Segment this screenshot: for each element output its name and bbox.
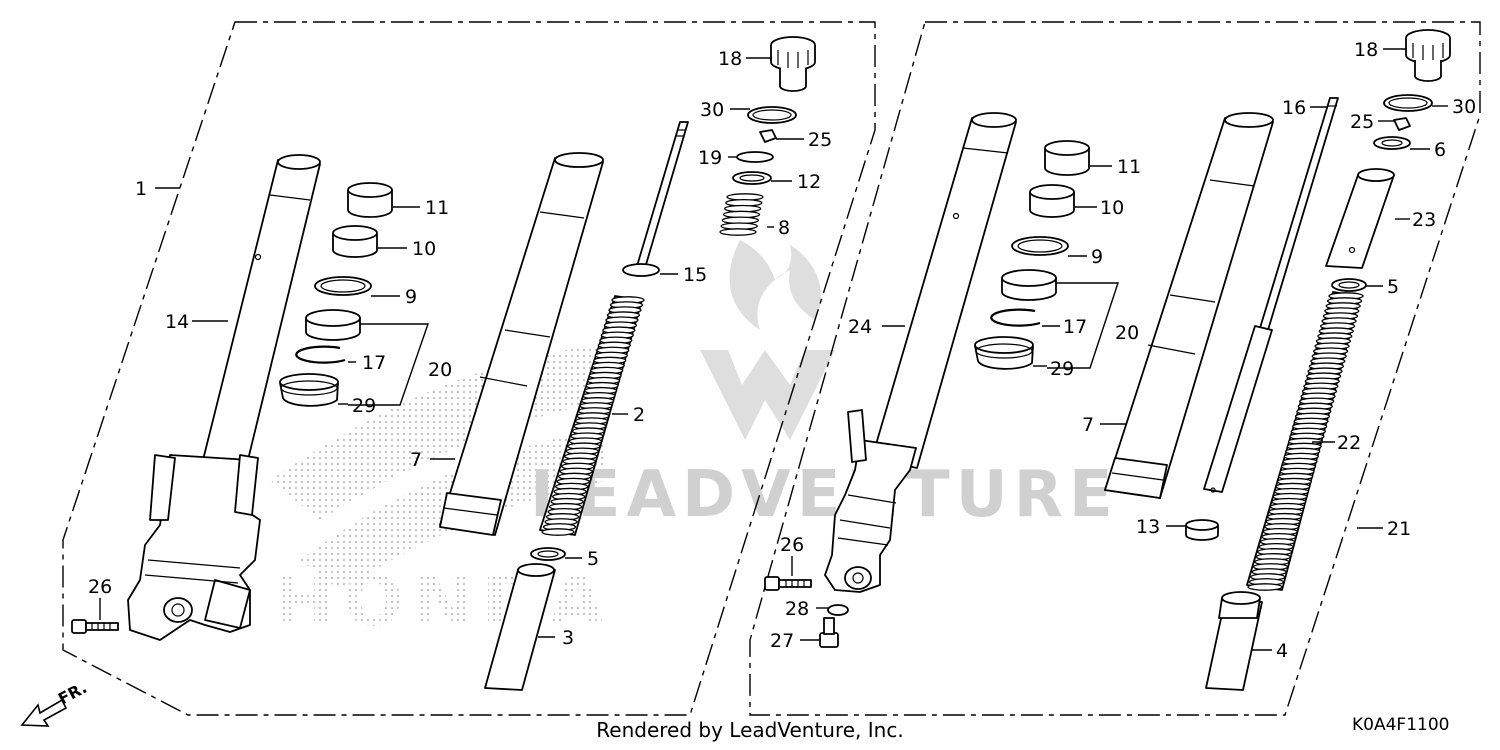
callout-7: 7	[410, 449, 422, 471]
callout-25: 25	[808, 129, 832, 151]
callout-15: 15	[683, 264, 707, 286]
callout-24: 24	[848, 316, 872, 338]
part-18-fork-bolt-right	[1405, 29, 1451, 82]
callout-13-right: 13	[1136, 516, 1160, 538]
callout-10: 10	[412, 238, 436, 260]
part-17-clip-left	[295, 345, 346, 364]
callout-29-right: 29	[1050, 358, 1074, 380]
right-assembly-frame	[749, 21, 1481, 716]
part-1-bottom-case	[127, 454, 261, 641]
callout-17-right: 17	[1063, 316, 1087, 338]
callout-20: 20	[428, 359, 452, 381]
part-18-fork-bolt-left	[770, 36, 816, 92]
part-10-bushing-left	[332, 225, 378, 258]
callout-5: 5	[587, 548, 599, 570]
callout-18-right: 18	[1354, 39, 1378, 61]
part-25-nut-left	[759, 129, 777, 143]
part-26-bolt-left	[71, 619, 119, 634]
callout-5-right: 5	[1387, 276, 1399, 298]
part-24-fork-tube-right	[871, 112, 1017, 469]
callout-2: 2	[633, 404, 645, 426]
callout-11: 11	[425, 197, 449, 219]
callout-30: 30	[700, 99, 724, 121]
part-9-washer-left	[314, 276, 372, 296]
callout-8: 8	[778, 217, 790, 239]
part-3-spacer-pipe-left	[484, 563, 556, 691]
callouts-right: 24 11 10 9 20 17 29 26 28 27 7 13 16 18 …	[770, 39, 1476, 662]
callout-25-right: 25	[1350, 111, 1374, 133]
part-9-washer-right	[1011, 236, 1069, 256]
callout-7-right: 7	[1082, 414, 1094, 436]
callout-1: 1	[135, 178, 147, 200]
callout-9: 9	[405, 286, 417, 308]
part-24-bottom-case-right	[824, 409, 917, 593]
part-29-dust-seal-left	[279, 373, 339, 407]
callout-9-right: 9	[1091, 246, 1103, 268]
callout-28-right: 28	[785, 598, 809, 620]
part-20-oil-seal-left	[305, 309, 361, 341]
part-8-spring-left	[719, 193, 764, 236]
diagram-code: K0A4F1100	[1352, 715, 1450, 735]
callout-3: 3	[562, 627, 574, 649]
callout-4-right: 4	[1276, 640, 1288, 662]
leader-lines	[99, 48, 1448, 651]
callout-11-right: 11	[1117, 156, 1141, 178]
callout-14: 14	[165, 311, 189, 333]
part-26-bolt-right	[764, 576, 812, 591]
callout-30-right: 30	[1452, 96, 1476, 118]
part-27-drain-bolt-right	[819, 617, 839, 648]
part-5-collar-right	[1331, 278, 1367, 292]
part-20-oil-seal-right	[1001, 269, 1057, 301]
callout-12: 12	[797, 171, 821, 193]
part-2-fork-spring-left	[539, 295, 645, 536]
callout-21-right: 21	[1387, 518, 1411, 540]
part-16-damper-rod-right	[1203, 97, 1339, 493]
leadventure-watermark-text: LEADVENTURE	[530, 458, 1119, 532]
part-11-bushing-left	[347, 182, 393, 218]
callout-22-right: 22	[1337, 432, 1361, 454]
callout-18: 18	[718, 48, 742, 70]
callout-29: 29	[352, 395, 376, 417]
callout-10-right: 10	[1100, 197, 1124, 219]
part-4-pipe-right	[1205, 591, 1263, 691]
part-23-spacer-pipe-right	[1325, 168, 1395, 269]
part-29-dust-seal-right	[974, 336, 1034, 370]
callout-20-right: 20	[1115, 322, 1139, 344]
part-13-bushing-right	[1185, 519, 1219, 541]
part-12-spring-seat-left	[732, 171, 772, 185]
part-5-collar-left	[530, 547, 566, 561]
part-28-washer-right	[827, 604, 849, 616]
part-22-fork-spring-right	[1246, 291, 1364, 591]
part-15-damper-rod-left	[622, 121, 689, 277]
part-7-slider-pipe-left	[439, 152, 604, 536]
callouts-left: 1 14 11 10 9 20 17 29 26 18 30 25 19 12 …	[88, 48, 832, 649]
callout-26-right: 26	[780, 534, 804, 556]
callout-19: 19	[698, 147, 722, 169]
render-credit: Rendered by LeadVenture, Inc.	[596, 718, 904, 742]
part-14-fork-tube	[202, 154, 321, 469]
callout-23-right: 23	[1412, 209, 1436, 231]
part-25-nut-right	[1393, 117, 1411, 131]
part-19-washer-left	[736, 151, 774, 163]
part-7-slider-pipe-right	[1104, 112, 1274, 499]
part-6-washer-right	[1373, 136, 1411, 150]
leadventure-watermark: LEADVENTURE	[530, 240, 1119, 532]
callout-17: 17	[362, 352, 386, 374]
part-11-bushing-right	[1044, 140, 1090, 176]
callout-27-right: 27	[770, 630, 794, 652]
left-assembly-frame	[62, 21, 876, 716]
part-17-clip-right	[990, 308, 1041, 327]
part-10-bushing-right	[1029, 184, 1075, 218]
callout-16-right: 16	[1282, 97, 1306, 119]
callout-6-right: 6	[1434, 139, 1446, 161]
callout-26: 26	[88, 576, 112, 598]
